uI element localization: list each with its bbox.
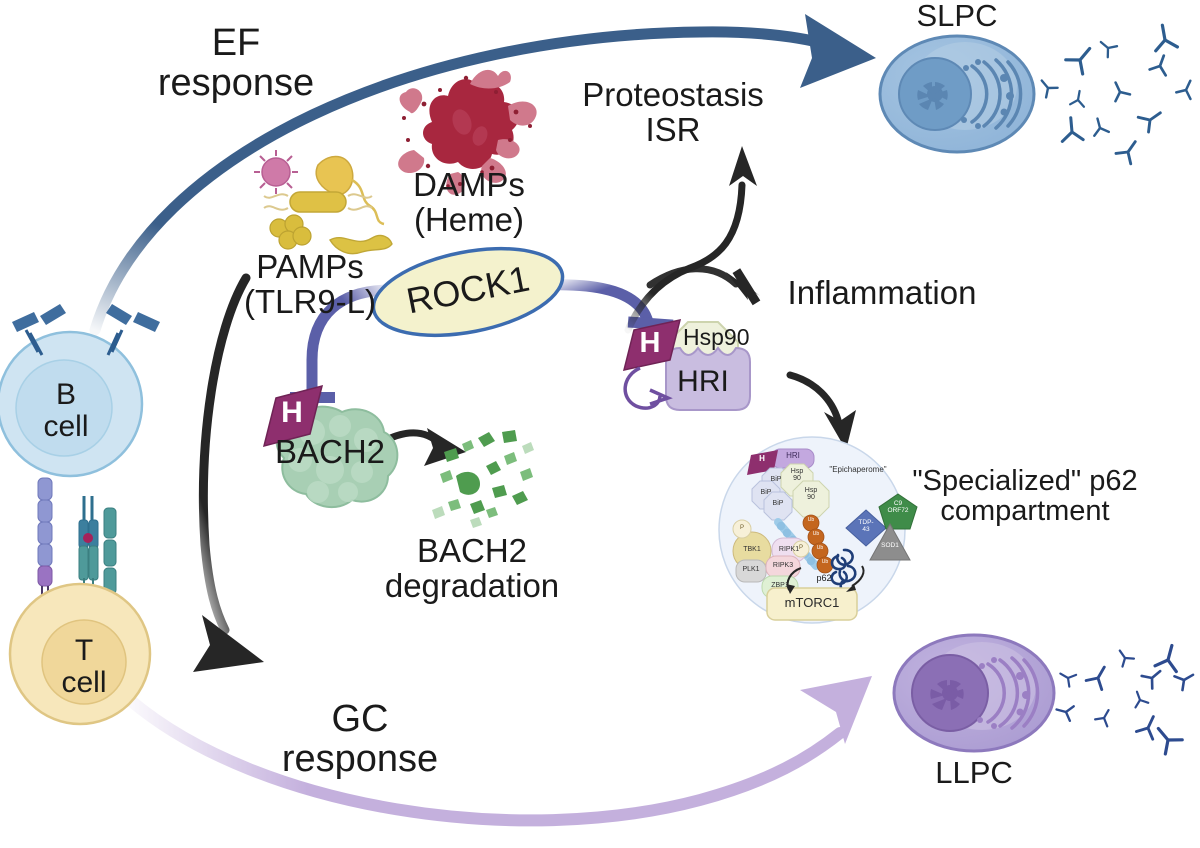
b-cell (0, 304, 160, 630)
gc-response-label: GC response (281, 698, 439, 780)
pamps-icon (254, 150, 393, 255)
bach2-degradation-fragments (432, 430, 534, 528)
p62-mtorc1-label: mTORC1 (784, 595, 840, 610)
pamps-label: PAMPs (TLR9-L) (243, 248, 377, 320)
p62-tdp43-label: TDP- 43 (858, 519, 874, 533)
slpc-antibodies (1040, 23, 1192, 166)
t-cell (8, 582, 152, 726)
p62-ub-label-4: Ub (821, 559, 829, 565)
p62-sod1-label: SOD1 (881, 542, 899, 549)
llpc-label: LLPC (935, 755, 1013, 790)
ef-response-arrow (89, 14, 876, 336)
gc-response-arrow (124, 676, 872, 827)
hsp90-label: Hsp90 (683, 324, 750, 350)
hri-to-p62-arrow (786, 371, 856, 450)
p62-hsp90-label-1: Hsp 90 (790, 468, 804, 482)
bach2-label: BACH2 (274, 433, 386, 470)
p62-bip-label-2: BiP (760, 489, 772, 496)
damps-label: DAMPs (Heme) (413, 166, 525, 238)
llpc-antibodies (1055, 643, 1195, 756)
hri-label: HRI (677, 365, 729, 398)
p62-plk1-label: PLK1 (742, 566, 760, 573)
p62-hri-label: HRI (786, 451, 800, 460)
p62-phospho-label-2: P (798, 545, 804, 551)
bach2-node (262, 384, 399, 509)
rock1-node (371, 246, 565, 338)
p62-ripk3-label: RIPK3 (772, 562, 794, 569)
bach2-degradation-label: BACH2 degradation (384, 532, 560, 604)
proteostasis-isr-label: Proteostasis ISR (582, 76, 764, 148)
heme-tag-bach2-label: H (281, 396, 303, 429)
b-cell-label: B cell (43, 378, 89, 443)
p62-c9orf72-label: C9 ORF72 (887, 500, 909, 514)
p62-compartment (718, 436, 918, 624)
p62-bip-label-1: BiP (770, 476, 782, 483)
p62-heme-tag-label: H (759, 454, 765, 463)
p62-tbk1-label: TBK1 (743, 546, 761, 553)
p62-ub-label-2: Ub (812, 531, 820, 537)
t-cell-label: T cell (61, 634, 107, 699)
p62-label: p62 (816, 573, 832, 583)
p62-hsp90-label-2: Hsp 90 (804, 487, 818, 501)
ef-response-label: EF response (157, 22, 315, 104)
p62-phospho-label-1: P (739, 525, 745, 531)
p62-ub-label-1: Ub (807, 517, 815, 523)
p62-compartment-label: "Specialized" p62 compartment (912, 465, 1138, 528)
llpc-cell (892, 633, 1056, 753)
isr-inflammation-branch (624, 146, 761, 334)
hsp90-hri-complex (622, 319, 751, 411)
damps-heme-icon (398, 69, 537, 195)
p62-bip-label-3: BiP (772, 500, 784, 507)
slpc-label: SLPC (916, 0, 998, 33)
p62-ripk1-label: RIPK1 (778, 546, 800, 553)
inflammation-label: Inflammation (787, 274, 977, 311)
p62-zbp1-label: ZBP1 (771, 582, 789, 589)
p62-ub-label-3: Ub (816, 545, 824, 551)
epichaperome-label: "Epichaperome" (829, 465, 887, 474)
heme-tag-hri-label: H (639, 327, 661, 359)
gc-black-arrow (193, 273, 264, 672)
slpc-cell (878, 34, 1036, 154)
